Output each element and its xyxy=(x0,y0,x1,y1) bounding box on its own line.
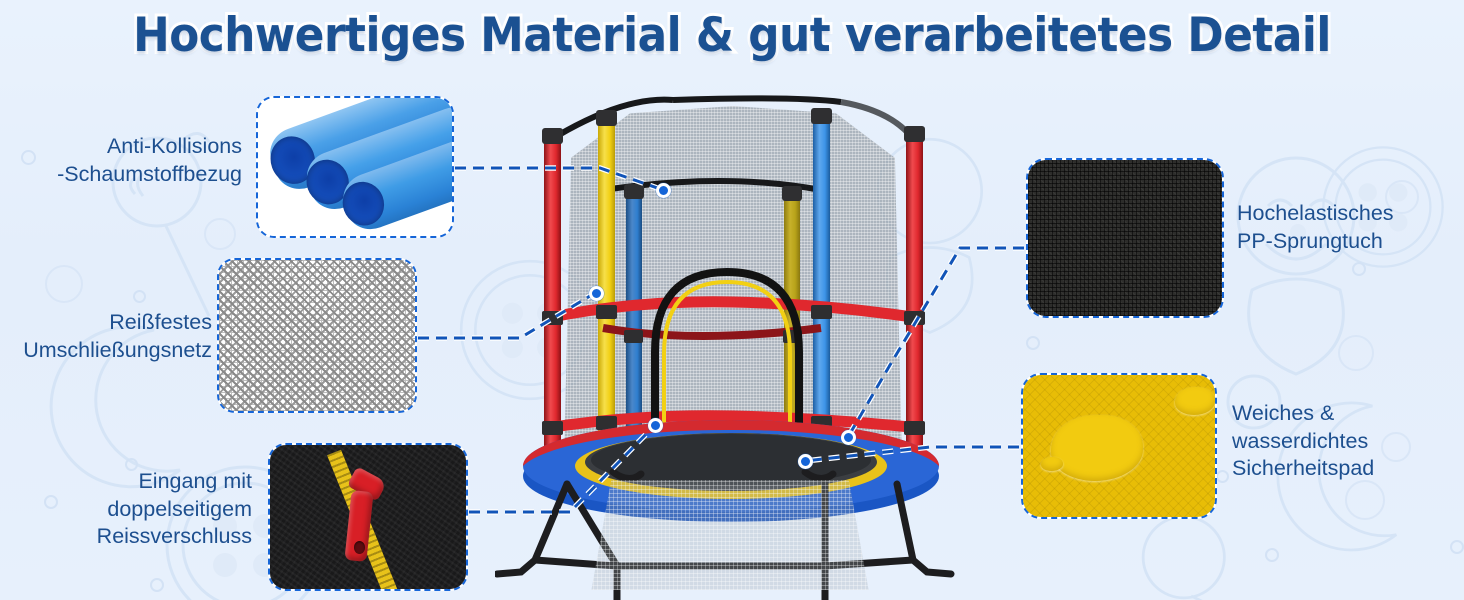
strap-clip xyxy=(542,421,563,435)
connector-dot-foam-sleeve xyxy=(656,183,671,198)
callout-label-enclosure-net: Reißfestes Umschließungsnetz xyxy=(23,310,212,362)
pole-cap xyxy=(624,184,644,199)
swatch-enclosure-net xyxy=(217,258,417,413)
lower-net-skirt xyxy=(591,480,869,590)
callout-label-safety-pad: Weiches & wasserdichtes Sicherheitspad xyxy=(1232,401,1375,481)
page-title: Hochwertiges Material & gut verarbeitete… xyxy=(130,5,1334,66)
callout-label-foam-sleeve: Anti-Kollisions -Schaumstoffbezug xyxy=(57,134,242,186)
connector-dot-safety-pad xyxy=(798,454,813,469)
connector-dot-zipper-entry xyxy=(648,418,663,433)
swatch-safety-pad xyxy=(1021,373,1217,519)
pole-cap xyxy=(904,126,925,142)
strap-clip xyxy=(596,305,617,319)
swatch-foam-sleeve xyxy=(256,96,454,238)
callout-label-jumping-mat: Hochelastisches PP-Sprungtuch xyxy=(1237,201,1394,253)
pole-cap xyxy=(782,186,802,201)
strap-clip xyxy=(596,416,617,430)
pole-red-right xyxy=(906,134,923,474)
water-droplet xyxy=(1051,415,1143,481)
trampoline-legs xyxy=(495,468,955,600)
strap-clip xyxy=(811,305,832,319)
pole-cap xyxy=(811,108,832,124)
swatch-zipper-entry xyxy=(268,443,468,591)
pole-red-left xyxy=(544,136,561,476)
pole-cap xyxy=(596,110,617,126)
connector-dot-enclosure-net xyxy=(589,286,604,301)
pole-yellow-back xyxy=(598,118,615,466)
water-droplet xyxy=(1175,387,1215,415)
connector-dot-jumping-mat xyxy=(841,430,856,445)
pole-blue-back xyxy=(813,116,830,466)
strap-clip xyxy=(904,311,925,325)
zipper-pull-hole xyxy=(354,541,365,554)
strap-clip xyxy=(624,330,643,343)
water-droplet xyxy=(1041,457,1063,471)
strap-clip xyxy=(904,421,925,435)
pole-cap xyxy=(542,128,563,144)
swatch-jumping-mat xyxy=(1026,158,1224,318)
callout-label-zipper-entry: Eingang mit doppelseitigem Reissverschlu… xyxy=(96,469,252,549)
product-image-trampoline xyxy=(495,80,965,600)
